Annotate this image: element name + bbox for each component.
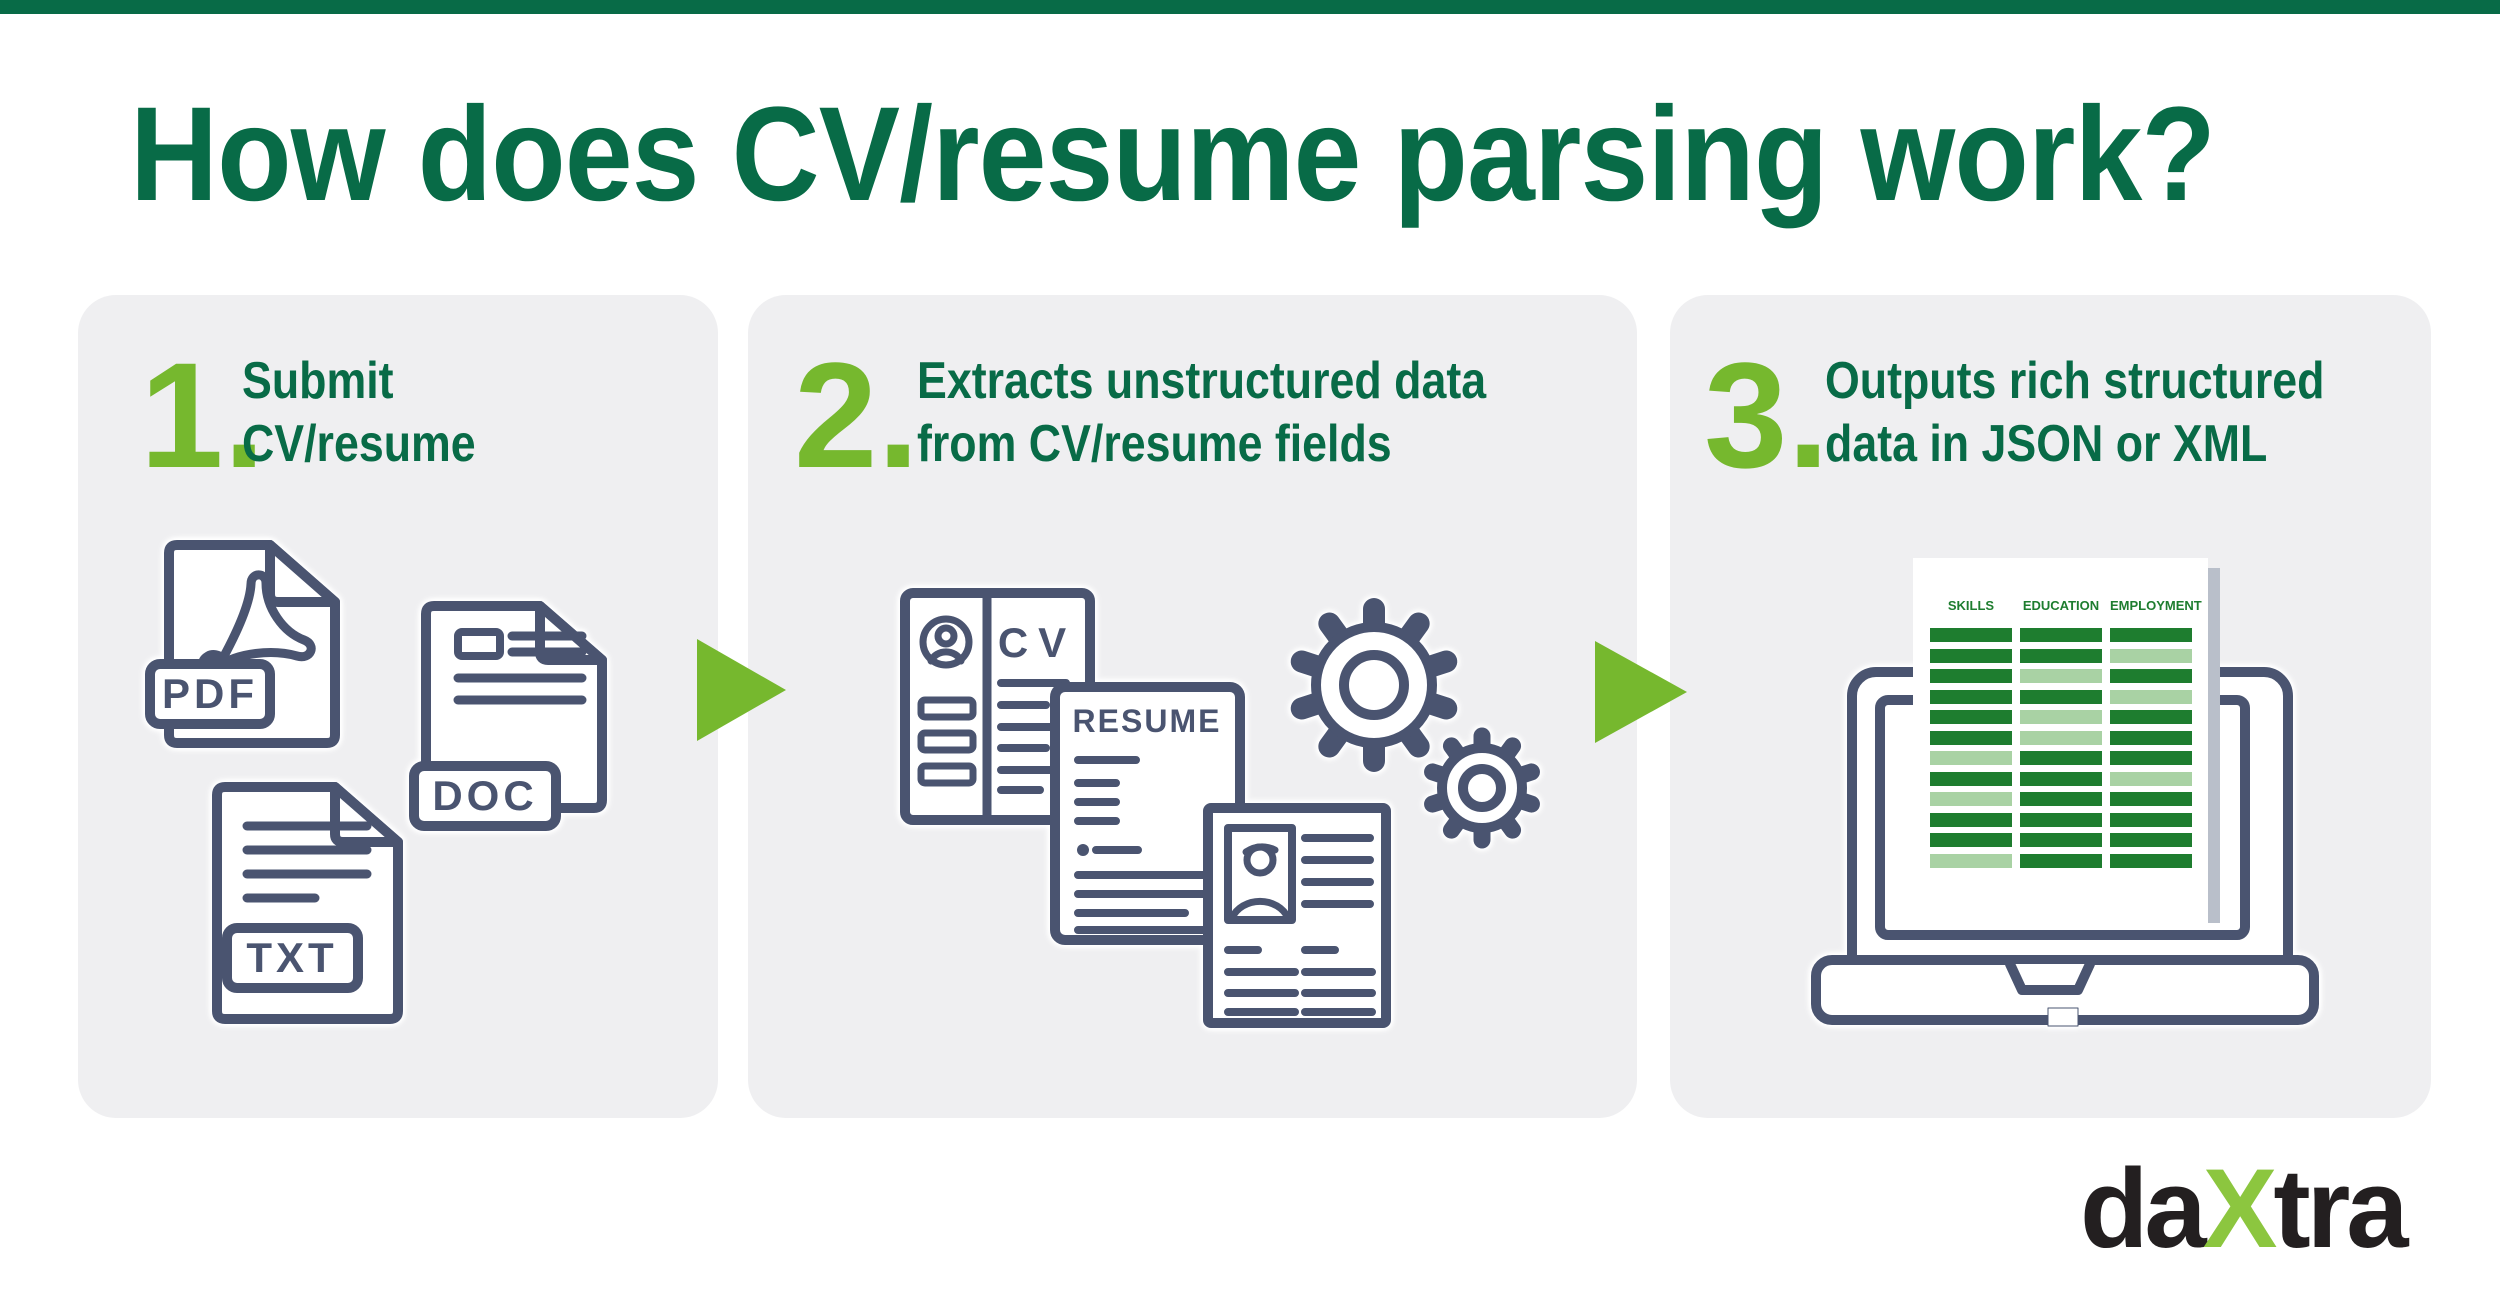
table-bar xyxy=(1930,628,2012,642)
step-3-number: 3. xyxy=(1704,331,1830,499)
table-bar xyxy=(1930,710,2012,724)
txt-file-icon: TXT xyxy=(212,782,403,1024)
table-bar xyxy=(2110,669,2192,683)
table-bar xyxy=(1930,648,2012,663)
table-bar xyxy=(2020,751,2102,765)
sheet-shadow-strip xyxy=(2208,568,2220,923)
table-bar xyxy=(2110,792,2192,806)
step-2-number: 2. xyxy=(794,331,920,499)
doc-file-icon: DOC xyxy=(409,601,607,831)
table-bar xyxy=(2110,771,2192,786)
table-bar xyxy=(2110,812,2192,827)
cv-label: CV xyxy=(998,619,1076,666)
table-bar xyxy=(2020,710,2102,724)
table-bar xyxy=(1930,853,2012,868)
structured-data-sheet: SKILLS EDUCATION EMPLOYMENT xyxy=(1913,558,2220,923)
photo-resume-icon xyxy=(1203,803,1391,1028)
pdf-file-icon: PDF xyxy=(145,540,340,748)
table-bar xyxy=(2020,833,2102,847)
table-bar xyxy=(1930,751,2012,765)
table-bar xyxy=(2020,628,2102,642)
table-bar xyxy=(2110,751,2192,765)
doc-label: DOC xyxy=(432,772,537,819)
arrow-step2-to-step3-icon xyxy=(1595,641,1687,743)
step-3-heading: Outputs rich structured data in JSON or … xyxy=(1825,350,2324,476)
table-bar xyxy=(1930,812,2012,827)
step-1-heading-line2: CV/resume xyxy=(242,415,476,473)
step-1-number: 1. xyxy=(140,331,266,499)
step-3-heading-line1: Outputs rich structured xyxy=(1825,352,2325,410)
logo-accent: X xyxy=(2202,1146,2278,1271)
table-bar xyxy=(1930,689,2012,704)
table-bar xyxy=(2020,689,2102,704)
extraction-icon: CV RESUME xyxy=(900,588,1540,1028)
gear-large-icon xyxy=(1290,598,1458,772)
table-bar xyxy=(2110,833,2192,847)
table-bar xyxy=(2020,669,2102,683)
table-bar xyxy=(2110,689,2192,704)
column-header-education: EDUCATION xyxy=(2022,598,2100,613)
column-header-employment: EMPLOYMENT xyxy=(2110,598,2202,613)
table-bar xyxy=(2020,730,2102,745)
step-2-heading: Extracts unstructured data from CV/resum… xyxy=(917,350,1486,476)
step-2-heading-line2: from CV/resume fields xyxy=(917,415,1392,473)
step-1-heading: Submit CV/resume xyxy=(242,350,476,476)
txt-label: TXT xyxy=(246,934,337,981)
table-bar xyxy=(2020,771,2102,786)
logo-part1: da xyxy=(2080,1146,2207,1271)
table-bar xyxy=(2110,730,2192,745)
column-header-skills: SKILLS xyxy=(1947,598,1995,613)
step-3-heading-line2: data in JSON or XML xyxy=(1825,415,2268,473)
resume-page-icon: RESUME xyxy=(1050,682,1245,945)
top-accent-bar xyxy=(0,0,2500,14)
table-bar xyxy=(2110,710,2192,724)
table-bar xyxy=(1930,771,2012,786)
table-bar xyxy=(1930,792,2012,806)
daxtra-logo: daXtra xyxy=(2080,1144,2409,1273)
table-bar xyxy=(1930,833,2012,847)
table-bar xyxy=(1930,669,2012,683)
step-1-heading-line1: Submit xyxy=(242,352,394,410)
page-title: How does CV/resume parsing work? xyxy=(130,80,2216,229)
table-bar xyxy=(1930,730,2012,745)
resume-label: RESUME xyxy=(1073,703,1222,739)
table-bar xyxy=(2110,853,2192,868)
table-bar xyxy=(2110,648,2192,663)
table-bar xyxy=(2020,792,2102,806)
gear-small-icon xyxy=(1424,727,1540,849)
step-2-heading-line1: Extracts unstructured data xyxy=(917,352,1487,410)
table-bar xyxy=(2020,648,2102,663)
pdf-label: PDF xyxy=(162,670,258,717)
table-bar xyxy=(2020,812,2102,827)
table-bar xyxy=(2020,853,2102,868)
logo-part2: tra xyxy=(2273,1146,2408,1271)
file-formats-icon: PDF DOC TXT xyxy=(145,540,607,1024)
table-bar xyxy=(2110,628,2192,642)
arrow-step1-to-step2-icon xyxy=(697,639,786,741)
